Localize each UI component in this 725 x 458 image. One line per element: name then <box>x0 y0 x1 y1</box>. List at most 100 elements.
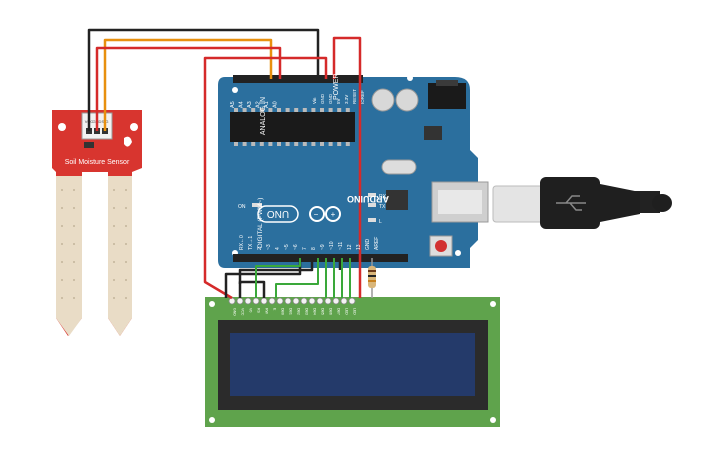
lcd-pin <box>292 297 300 305</box>
prong-dot <box>73 243 75 245</box>
prong-dot <box>125 225 127 227</box>
rx-led <box>368 193 376 197</box>
analog-pin-label: A5 <box>230 101 236 108</box>
infinity-left <box>309 206 325 222</box>
prong-dot <box>113 279 115 281</box>
analog-power-header <box>233 75 363 83</box>
arduino-logo: − + <box>257 205 341 223</box>
power-pin-label: IOREF <box>360 90 365 104</box>
prong-dot <box>73 261 75 263</box>
usb-b-port-inner <box>438 190 482 214</box>
lcd-hole <box>490 301 496 307</box>
prong-dot <box>125 207 127 209</box>
led-label-l: L <box>379 219 382 225</box>
board-labels: ANALOG IN POWER DIGITAL (PWM~) ARDUINO U… <box>230 74 389 317</box>
mount-hole <box>407 75 413 81</box>
mount-hole <box>455 250 461 256</box>
lcd-pin-label: DB3 <box>305 308 309 315</box>
digital-pin-label: ~6 <box>293 244 299 250</box>
prong-dot <box>125 189 127 191</box>
digital-label: DIGITAL (PWM~) <box>257 198 264 248</box>
analog-pin-label: A0 <box>273 101 279 108</box>
prong-dot <box>125 279 127 281</box>
lcd-pin <box>332 297 340 305</box>
lcd-pin <box>244 297 252 305</box>
digital-pin-label: 4 <box>275 247 281 250</box>
power-pin-label: RESET <box>352 89 357 104</box>
analog-pin-label: A3 <box>247 101 253 108</box>
chip-leg <box>345 142 350 146</box>
tx-led <box>368 203 376 207</box>
prong-dot <box>125 297 127 299</box>
lcd-hole <box>209 301 215 307</box>
digital-pin-label: 7 <box>302 247 308 250</box>
lcd-pin <box>308 297 316 305</box>
sensor-hole <box>58 123 66 131</box>
wires <box>87 28 362 300</box>
chip-leg <box>320 108 324 112</box>
soil-moisture-sensor: VCC GND SIG Soil Moisture Sensor <box>52 110 142 336</box>
lcd-pin <box>228 297 236 305</box>
lcd-pin-label: DB2 <box>297 308 301 315</box>
sensor-hole <box>130 123 138 131</box>
prong-dot <box>73 225 75 227</box>
digital-pin-label: ~9 <box>320 244 326 250</box>
prong-dot <box>61 243 63 245</box>
lcd-pin-row <box>228 297 356 305</box>
prong-dot <box>113 207 115 209</box>
atmega-chip <box>230 112 355 142</box>
svg-text:+: + <box>331 210 336 219</box>
lcd-pin <box>340 297 348 305</box>
chip-leg <box>302 142 307 146</box>
lcd-pin <box>316 297 324 305</box>
prong-dot <box>73 279 75 281</box>
chip-leg <box>277 108 281 112</box>
chip-leg <box>259 108 264 112</box>
prong-dot <box>113 261 115 263</box>
chip-leg <box>345 108 350 112</box>
prong-dot <box>73 207 75 209</box>
lcd-pin-label: LED <box>353 308 357 315</box>
chip-leg <box>251 108 256 112</box>
digital-pin-label: ~3 <box>266 244 272 250</box>
wire-5v-led <box>332 36 362 298</box>
lcd-pin <box>276 297 284 305</box>
arduino-uno-board: − + <box>218 75 489 268</box>
chip-leg <box>328 142 333 146</box>
chip-leg <box>311 142 316 146</box>
digital-pin-label: 12 <box>347 244 353 250</box>
chip-leg <box>251 142 256 146</box>
digital-pin-label: ~10 <box>329 241 335 250</box>
dc-jack <box>428 83 466 109</box>
digital-pin-label: 2 <box>257 247 263 250</box>
digital-pin-label: ~11 <box>338 242 344 250</box>
analog-pin-label: A1 <box>264 101 270 108</box>
prong-dot <box>113 297 115 299</box>
chip-leg <box>320 142 324 146</box>
prong-dots <box>61 189 127 299</box>
chip-leg <box>337 142 342 146</box>
prong-dot <box>113 243 115 245</box>
chip-leg <box>285 142 290 146</box>
lcd-pin <box>324 297 332 305</box>
chip-leg <box>285 108 290 112</box>
chip-leg <box>294 108 299 112</box>
usb-cable <box>492 177 672 229</box>
arduino-brand: ARDUINO <box>347 194 389 204</box>
chip-leg <box>302 108 307 112</box>
chip-leg <box>277 142 281 146</box>
digital-header <box>233 254 408 262</box>
crystal <box>381 159 417 175</box>
wire-e <box>275 258 319 298</box>
lcd-pin-label: VCC <box>241 308 245 316</box>
led-label-rx: RX <box>379 194 387 200</box>
lcd-pin-label: GND <box>233 308 237 316</box>
l-led <box>368 218 376 222</box>
lcd-pin-label: DB7 <box>337 308 341 315</box>
lcd-pin-label: E <box>273 308 277 311</box>
led-label-on: ON <box>238 204 246 210</box>
sensor-prong-right <box>108 176 132 336</box>
